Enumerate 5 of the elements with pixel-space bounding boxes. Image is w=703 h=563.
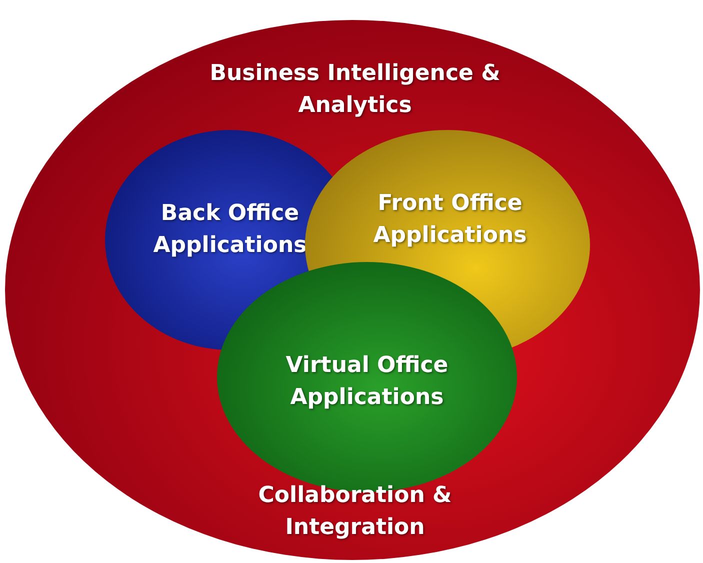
group-label: Virtual Office Applications xyxy=(284,352,450,412)
group-label: Front Office Applications xyxy=(372,190,528,250)
group-label: Back Office Applications xyxy=(152,200,308,260)
section-label: Collaboration & Integration xyxy=(257,482,453,542)
section-label: Business Intelligence & Analytics xyxy=(208,60,502,120)
